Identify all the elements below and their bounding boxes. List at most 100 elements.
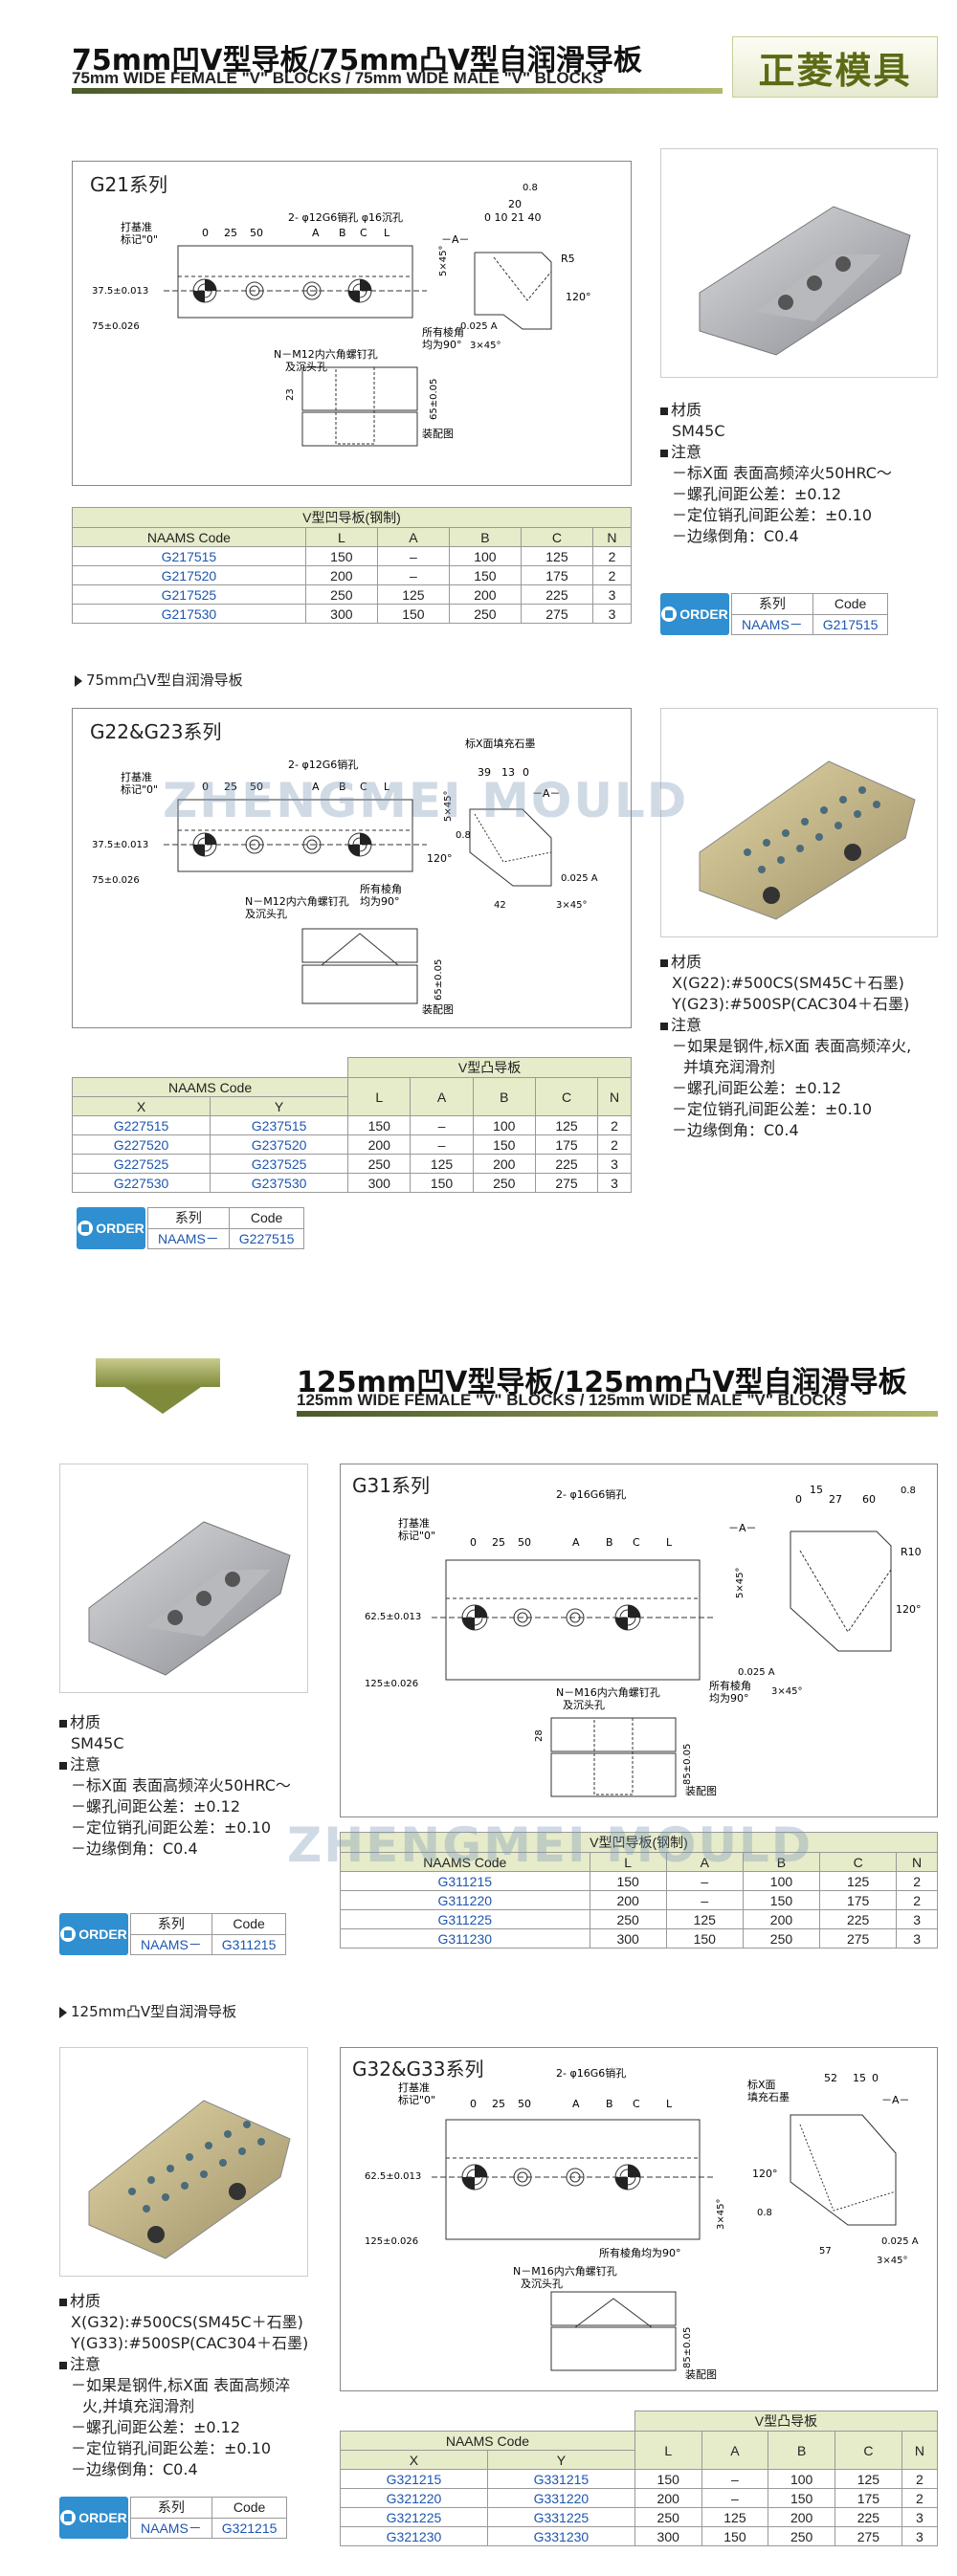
g32-dim-52: 52: [824, 2072, 837, 2084]
g22-table-caption: V型凸导板: [347, 1057, 632, 1078]
g22-chamfer: 3×45°: [556, 900, 587, 911]
g21-top-dims-2: 0 10 21 40: [484, 211, 541, 224]
g22-series-title: G22&G23系列: [90, 720, 222, 743]
table-cell: 225: [534, 1154, 599, 1174]
g31-note-2: －螺孔间距公差：±0.12: [71, 1797, 241, 1816]
g32-screw-label: N－M16内六角螺钉孔: [513, 2264, 617, 2278]
order-icon: [60, 1926, 77, 1942]
table-cell: 3: [591, 584, 633, 605]
table-cell: 3: [901, 2526, 939, 2546]
g31-chamfer: 3×45°: [771, 1686, 802, 1697]
table-cell: 300: [634, 2526, 702, 2546]
g22-assembly-label: 装配图: [422, 1003, 454, 1016]
order-badge: ORDER: [77, 1207, 145, 1249]
table-cell: 125: [376, 584, 450, 605]
table-cell: 150: [472, 1134, 536, 1155]
g32-section-head-text: 125mm凸V型自润滑导板: [71, 2003, 237, 2020]
g32-angle: 120°: [752, 2168, 778, 2180]
table-cell: 3: [591, 604, 633, 624]
g31-dim-c: C: [633, 1536, 640, 1549]
g32-assembly-label: 装配图: [685, 2368, 717, 2381]
g21-dim-75: 75±0.026: [92, 321, 140, 332]
g32-y-header: Y: [486, 2450, 635, 2470]
table-cell: 250: [347, 1154, 412, 1174]
g32-code-x: G321230: [340, 2526, 488, 2546]
g22-dim-0: 0: [202, 781, 209, 793]
g31-material-label: 材质: [70, 1713, 101, 1731]
g21-header: B: [448, 527, 522, 547]
g32-code-x: G321225: [340, 2507, 488, 2527]
table-cell: 225: [835, 2507, 902, 2527]
g31-top-60: 60: [862, 1493, 876, 1506]
g32-dim-25: 25: [492, 2098, 505, 2110]
table-cell: 125: [701, 2507, 769, 2527]
g21-drawing: 打基准 标记"0" 0 25 50 A B C L 2- φ12G6销孔 φ16…: [92, 183, 591, 447]
g21-front-view: [177, 245, 413, 319]
g22-note-1: －如果是钢件,标X面 表面高频淬火,: [672, 1037, 912, 1055]
g31-front-view: [445, 1559, 701, 1681]
g32-naams-header: NAAMS Code: [340, 2431, 635, 2451]
g21-dim-0: 0: [202, 227, 209, 239]
g22-note-3: －定位销孔间距公差：±0.10: [672, 1100, 873, 1118]
table-cell: 3: [597, 1173, 632, 1193]
g21-note-3: －定位销孔间距公差：±0.10: [672, 506, 873, 524]
g21-header: C: [520, 527, 593, 547]
g22-drawing: 打基准 标记"0" 0 25 50 A B C L 2- φ12G6销孔 37.…: [92, 737, 598, 1016]
g22-code-x: G227525: [71, 1154, 211, 1174]
g31-note-1: －标X面 表面高频淬火50HRC～: [71, 1776, 291, 1794]
g31-ref-a: －A－: [728, 1522, 757, 1534]
order-col-code: Code: [211, 1913, 287, 1935]
g21-chamfer-5: 5×45°: [438, 246, 449, 276]
table-cell: 125: [520, 546, 593, 566]
g32-material-x: X(G32):#500CS(SM45C＋石墨): [71, 2313, 303, 2331]
table-cell: 200: [742, 1909, 821, 1929]
g32-note-4: －边缘倒角：C0.4: [71, 2460, 198, 2478]
table-cell: 150: [665, 1928, 744, 1949]
brand-logo: 正菱模具: [732, 36, 938, 98]
order-code-value: G227515: [228, 1227, 305, 1249]
g22-header: B: [472, 1077, 536, 1116]
g21-series-title: G21系列: [90, 173, 167, 196]
g22-screw-label: N－M12内六角螺钉孔: [245, 894, 349, 908]
table-cell: 3: [597, 1154, 632, 1174]
g32-ref-a: －A－: [881, 2094, 910, 2106]
g21-height-65: 65±0.05: [429, 379, 439, 420]
g31-header: C: [819, 1852, 898, 1872]
table-cell: 2: [591, 546, 633, 566]
g31-notes-label: 注意: [70, 1755, 101, 1773]
g32-code-x: G321220: [340, 2488, 488, 2508]
g21-note-2: －螺孔间距公差：±0.12: [672, 485, 842, 503]
g32-header: N: [901, 2431, 939, 2470]
g32-fill-label: 标X面: [747, 2078, 776, 2091]
g21-ref-a: －A－: [441, 233, 470, 246]
g31-dim-125: 125±0.026: [365, 1679, 418, 1689]
table-cell: 175: [819, 1890, 898, 1910]
table-cell: 200: [347, 1134, 412, 1155]
g22-dim-a: A: [312, 781, 320, 793]
table-cell: 2: [896, 1871, 938, 1891]
table-cell: 100: [768, 2469, 836, 2489]
table-cell: 175: [835, 2488, 902, 2508]
table-cell: 150: [304, 546, 378, 566]
g31-datum-label: 打基准: [398, 1516, 430, 1530]
g32-dim-a: A: [572, 2098, 580, 2110]
g31-drawing-panel: G31系列 打基准 标记"0" 0 25 50 A B C L 2- φ16G: [340, 1464, 938, 1817]
table-cell: 2: [901, 2469, 939, 2489]
g21-assembly-label: 装配图: [422, 428, 454, 440]
g32-table-caption: V型凸导板: [634, 2411, 939, 2432]
g31-pin-label: 2- φ16G6销孔: [556, 1487, 626, 1501]
table-cell: –: [410, 1115, 474, 1135]
table-cell: 200: [589, 1890, 667, 1910]
g21-code: G217520: [72, 565, 306, 585]
order-badge-label: ORDER: [78, 2510, 127, 2525]
table-cell: 125: [665, 1909, 744, 1929]
